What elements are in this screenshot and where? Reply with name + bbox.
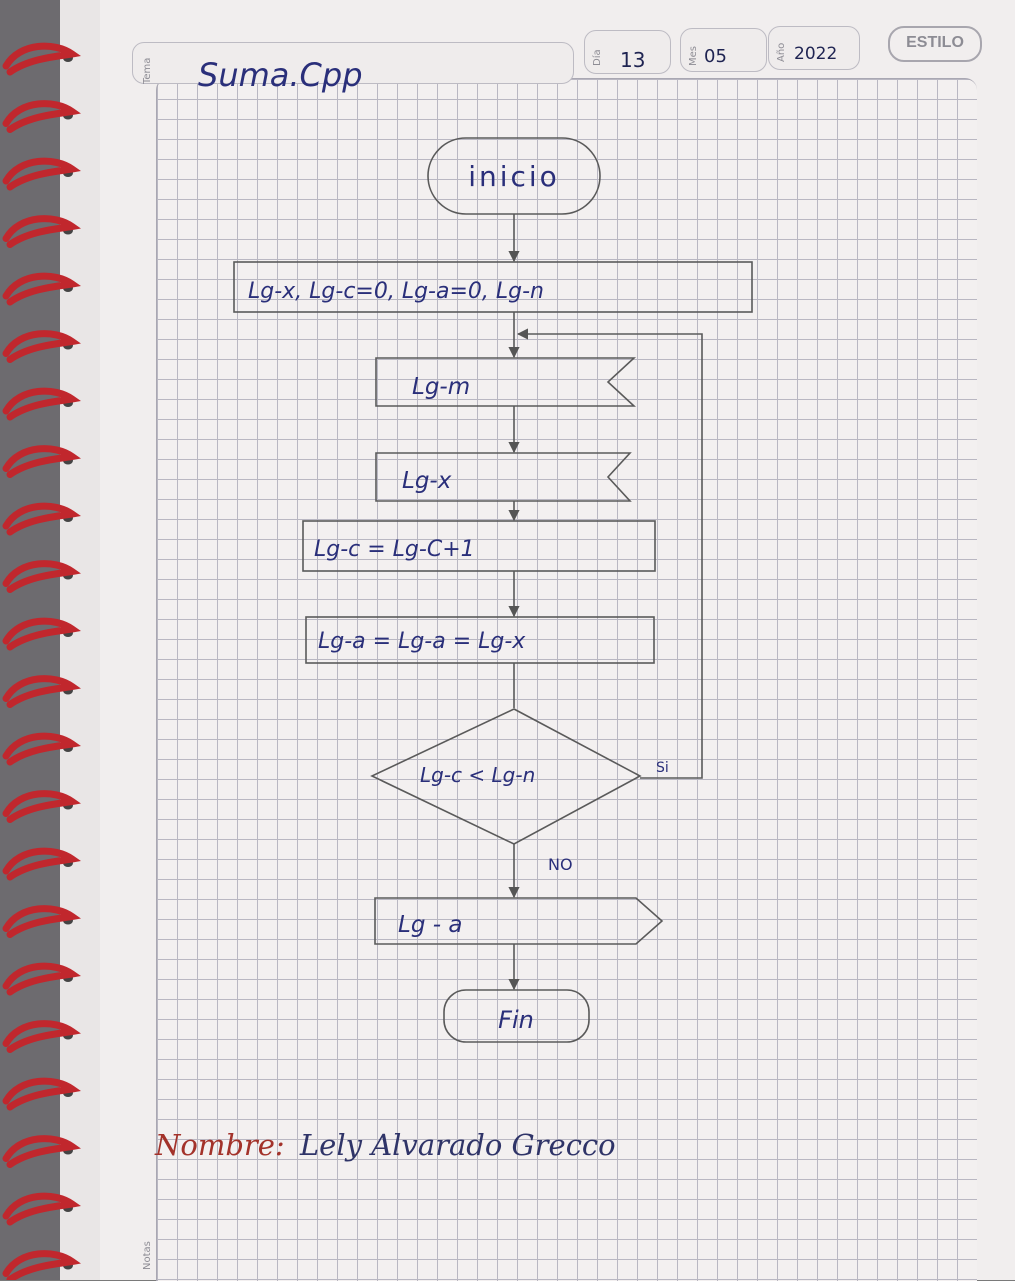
input-x-label: Lg-x <box>402 468 452 494</box>
process-c-label: Lg-c = Lg-C+1 <box>314 537 475 562</box>
end-label: Fin <box>498 1006 534 1034</box>
spiral-ring <box>2 42 81 76</box>
init-process-label: Lg-x, Lg-c=0, Lg-a=0, Lg-n <box>248 279 544 304</box>
no-label: NO <box>548 855 573 874</box>
output-shape <box>374 897 664 945</box>
notebook-page: Tema Día 13 Mes 05 Año 2022 ESTILO Notas <box>100 0 1015 1281</box>
spiral-ring <box>2 215 81 248</box>
spiral-ring <box>2 157 81 191</box>
spiral-ring <box>2 1250 81 1280</box>
spiral-ring <box>2 330 81 363</box>
spiral-ring <box>2 502 81 536</box>
spiral-ring <box>2 445 81 478</box>
spiral-ring <box>2 790 81 823</box>
dia-value: 13 <box>620 48 646 72</box>
spiral-ring <box>2 905 81 938</box>
spiral-binding <box>0 0 100 1280</box>
spiral-ring <box>2 1077 81 1111</box>
tema-field <box>132 42 574 84</box>
process-a-label: Lg-a = Lg-a = Lg-x <box>318 629 526 654</box>
ano-field <box>768 26 860 70</box>
signature-name: Lely Alvarado Grecco <box>299 1128 616 1162</box>
process-c-box <box>302 520 656 572</box>
spiral-ring <box>2 387 81 421</box>
mes-field <box>680 28 767 72</box>
dia-field <box>584 30 671 74</box>
grid-paper <box>156 78 977 1281</box>
init-process-box <box>233 261 753 313</box>
ano-value: 2022 <box>794 44 838 64</box>
input-m-label: Lg-m <box>412 374 470 400</box>
yes-label: Si <box>656 760 669 776</box>
spiral-ring <box>2 1192 81 1226</box>
output-label: Lg - a <box>398 912 462 938</box>
signature-label: Nombre: <box>155 1128 285 1162</box>
spiral-ring <box>2 1020 81 1053</box>
input-x-shape <box>375 452 632 502</box>
loop-back-line <box>516 328 703 779</box>
start-label: inicio <box>468 160 560 193</box>
signature: Nombre: Lely Alvarado Grecco <box>155 1128 616 1162</box>
spiral-ring <box>2 272 81 306</box>
spiral-ring <box>2 962 81 996</box>
tema-value: Suma.Cpp <box>198 56 363 94</box>
brand-logo: ESTILO <box>888 26 982 62</box>
spiral-ring <box>2 732 81 766</box>
decision-label: Lg-c < Lg-n <box>420 763 535 787</box>
mes-value: 05 <box>704 46 727 67</box>
spiral-ring <box>2 1135 81 1168</box>
process-a-box <box>305 616 655 664</box>
spiral-ring <box>2 617 81 651</box>
spiral-ring <box>2 847 81 881</box>
input-m-shape <box>375 357 637 407</box>
spiral-ring <box>2 100 81 133</box>
spiral-ring <box>2 675 81 708</box>
spiral-ring <box>2 560 81 593</box>
